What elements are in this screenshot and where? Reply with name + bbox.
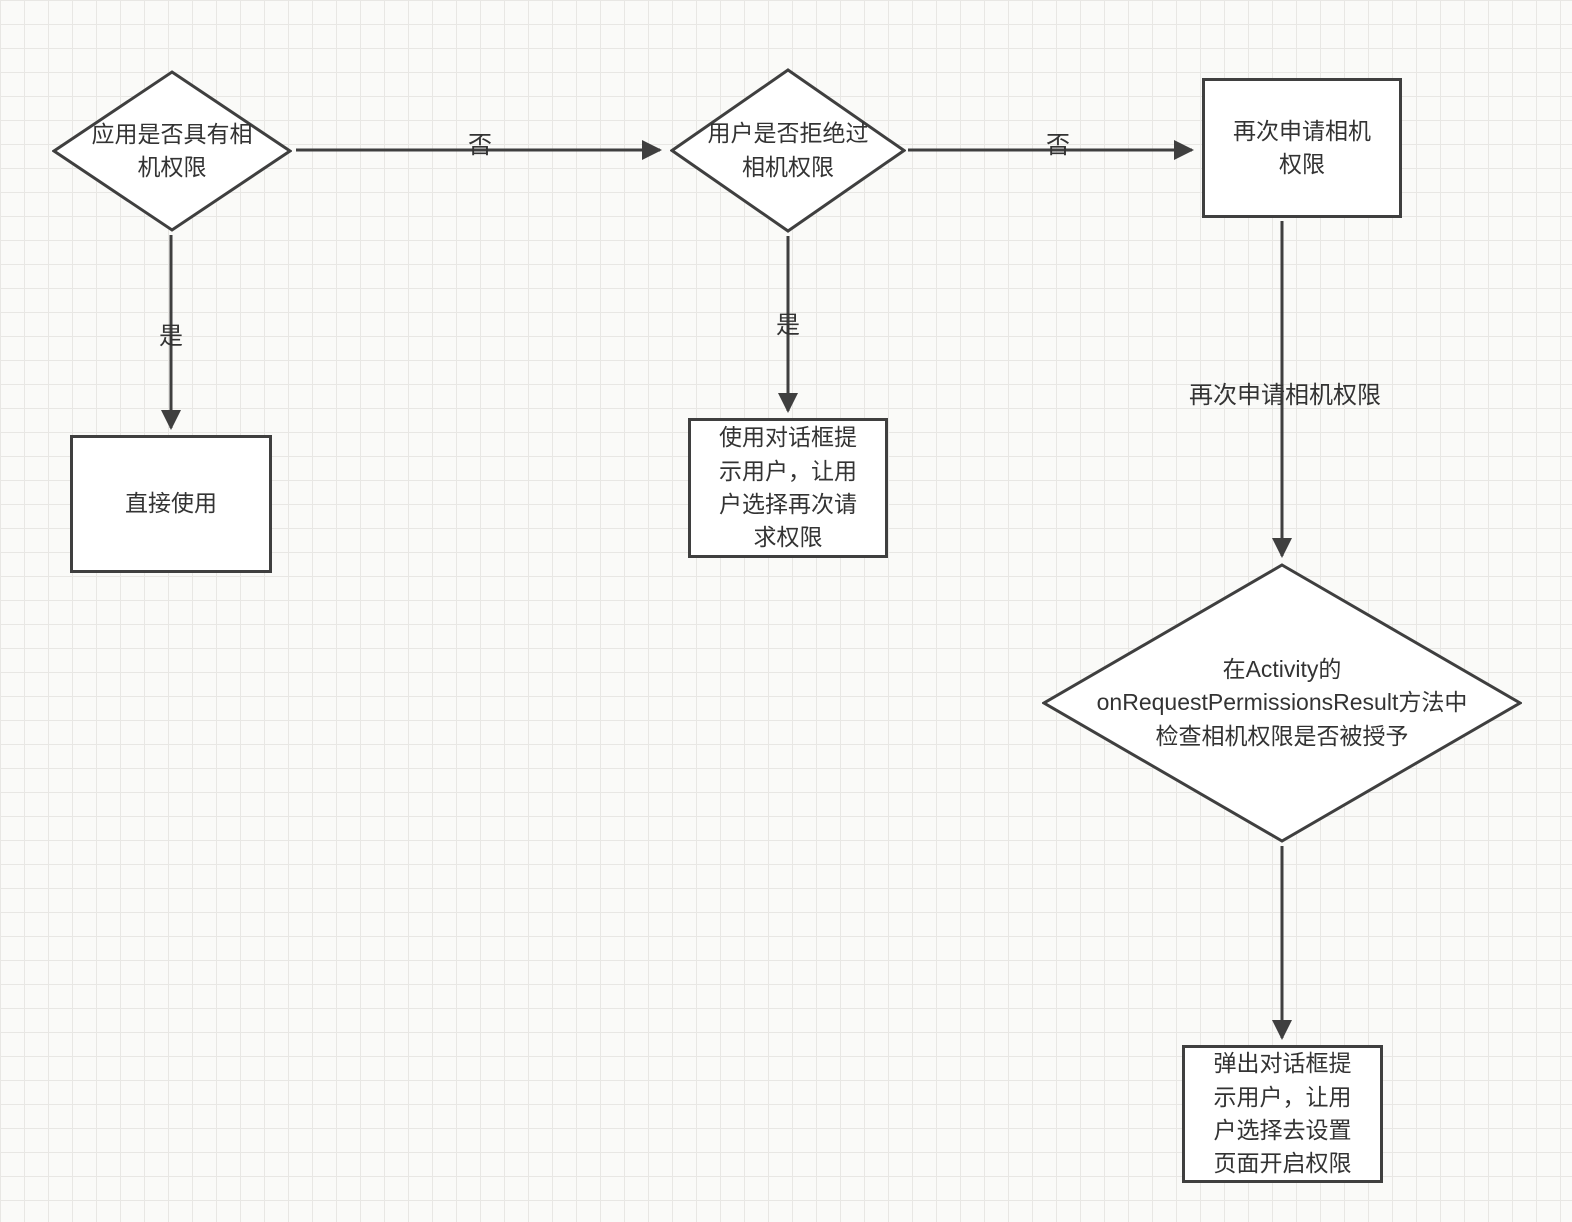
node-has-permission-label: 应用是否具有相机权限	[91, 120, 253, 180]
edge-label-yes-1: 是	[159, 323, 183, 350]
edge-label-no-1: 否	[468, 132, 492, 159]
node-has-permission[interactable]: 应用是否具有相机权限	[52, 70, 292, 232]
node-use-directly[interactable]: 直接使用	[70, 435, 272, 573]
diamond-shape	[1042, 563, 1522, 843]
edge-label-request-again: 再次申请相机权限	[1189, 382, 1381, 409]
node-denied-before-label: 用户是否拒绝过相机权限	[707, 120, 869, 180]
diamond-shape	[670, 68, 906, 233]
node-check-grant-result-label: 在Activity的onRequestPermissionsResult方法中检…	[1096, 655, 1468, 749]
diamond-shape	[52, 70, 292, 232]
node-use-directly-label: 直接使用	[125, 490, 217, 517]
edge-label-yes-2: 是	[776, 312, 800, 339]
node-dialog-goto-settings[interactable]: 弹出对话框提示用户，让用户选择去设置页面开启权限	[1182, 1045, 1383, 1183]
node-check-grant-result[interactable]: 在Activity的onRequestPermissionsResult方法中检…	[1042, 563, 1522, 843]
node-request-permission-again-label: 再次申请相机权限	[1233, 117, 1371, 177]
node-dialog-request-again-label: 使用对话框提示用户，让用户选择再次请求权限	[719, 424, 857, 551]
node-dialog-goto-settings-label: 弹出对话框提示用户，让用户选择去设置页面开启权限	[1213, 1050, 1352, 1177]
node-request-permission-again[interactable]: 再次申请相机权限	[1202, 78, 1402, 218]
edge-label-no-2: 否	[1046, 132, 1070, 159]
node-denied-before[interactable]: 用户是否拒绝过相机权限	[670, 68, 906, 233]
node-dialog-request-again[interactable]: 使用对话框提示用户，让用户选择再次请求权限	[688, 418, 888, 558]
